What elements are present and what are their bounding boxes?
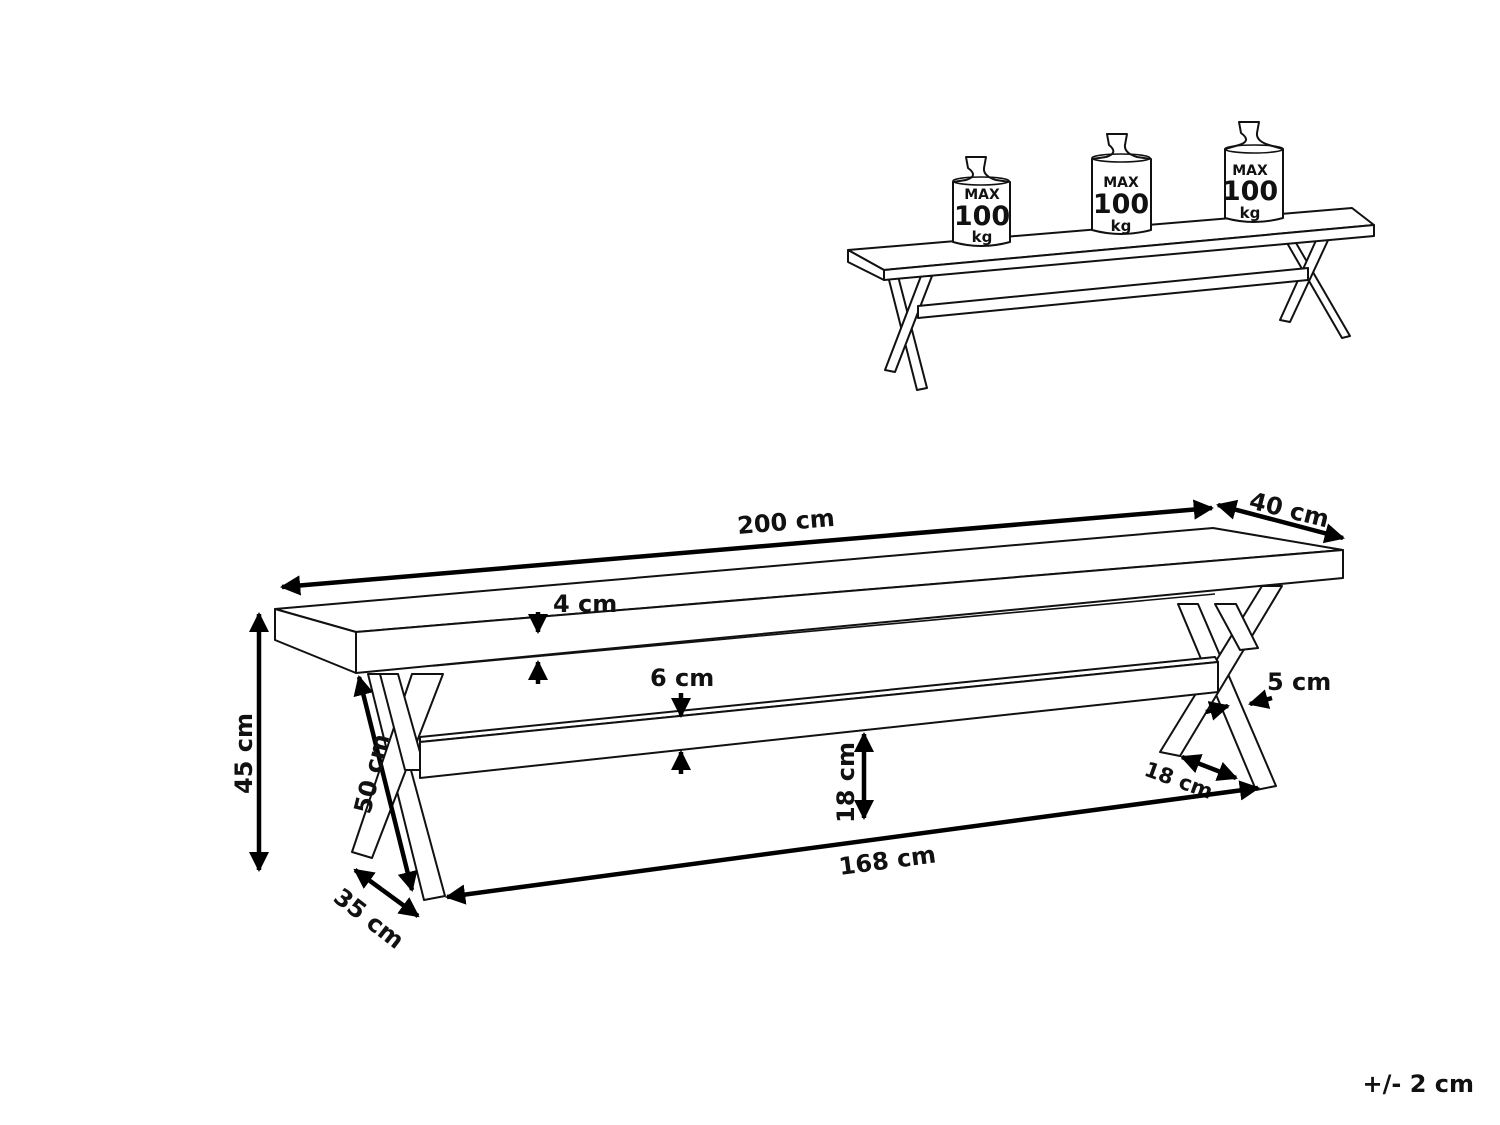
leg-span-label: 168 cm: [837, 840, 938, 881]
height-label: 45 cm: [230, 713, 258, 794]
weight-icon: MAX 100 kg: [1222, 121, 1284, 223]
weight-icon: MAX 100 kg: [1091, 133, 1152, 235]
main-bench: [274, 527, 1344, 901]
apron-height-label: 6 cm: [650, 664, 714, 692]
right-leg-frame: [1159, 585, 1283, 791]
tolerance-note: +/- 2 cm: [1362, 1070, 1474, 1098]
leg-length-arrow: [353, 675, 418, 892]
length-label: 200 cm: [736, 504, 836, 540]
small-bench-stretcher: [917, 267, 1309, 319]
leg-width-arrow-right: [1248, 689, 1273, 709]
clearance-label: 18 cm: [832, 742, 860, 823]
weight-value: 100: [1222, 176, 1278, 207]
stretcher: [419, 656, 1219, 779]
weight-value: 100: [954, 201, 1010, 232]
weight-max-label: MAX: [1103, 175, 1139, 191]
weight-icon: MAX 100 kg: [952, 156, 1011, 247]
foot-depth-arrow: [1180, 754, 1238, 781]
leg-base-arrow: [353, 868, 420, 918]
leg-width-label: 5 cm: [1267, 668, 1331, 696]
weight-unit: kg: [972, 228, 993, 246]
load-capacity-diagram: MAX 100 kg MAX 100 kg MAX 100 kg: [847, 121, 1375, 391]
leg-span-arrow: [444, 780, 1261, 905]
top-thickness-label: 4 cm: [553, 590, 617, 618]
small-bench-top: [847, 207, 1375, 281]
length-dimension-arrow: [279, 499, 1215, 596]
weight-max-label: MAX: [1232, 163, 1268, 179]
weight-unit: kg: [1111, 217, 1132, 235]
leg-base-label: 35 cm: [328, 883, 409, 955]
depth-dimension-arrow: [1216, 499, 1345, 544]
bench-top: [274, 527, 1344, 674]
leg-width-arrow-left: [1205, 701, 1230, 721]
weight-max-label: MAX: [964, 187, 1000, 203]
weight-value: 100: [1093, 189, 1149, 220]
weight-unit: kg: [1240, 204, 1261, 222]
depth-label: 40 cm: [1247, 487, 1332, 534]
